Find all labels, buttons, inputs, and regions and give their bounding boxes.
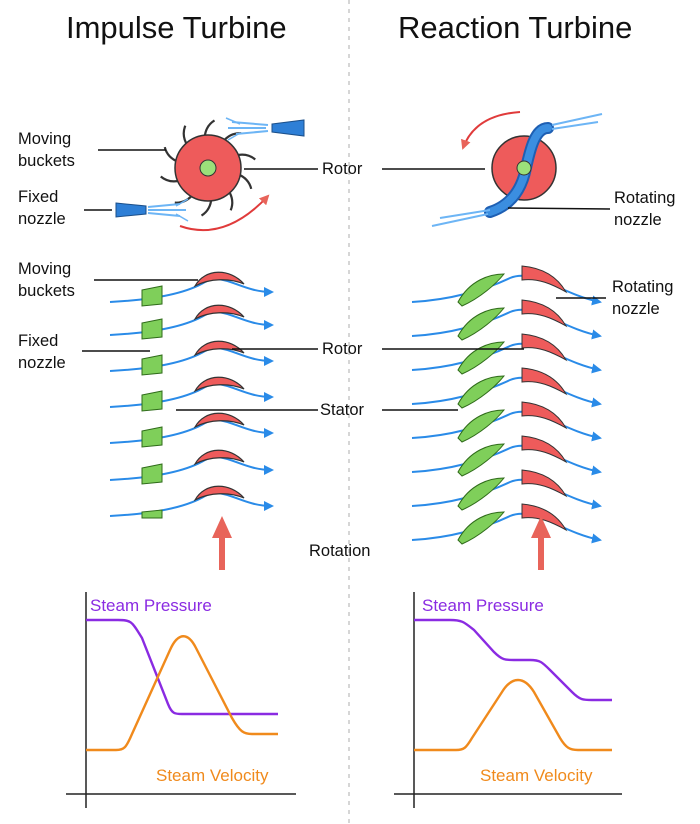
impulse-flow-line [109,456,274,481]
reaction-velocity-label: Steam Velocity [480,766,593,785]
impulse-flow-line [109,383,274,408]
reaction-pressure-label: Steam Pressure [422,596,544,615]
reaction-stator-blade [457,511,506,545]
rotation-arrow-right [531,516,551,570]
label-line: nozzle [18,210,66,228]
impulse-stator-blade [141,354,163,376]
impulse-moving-bucket [193,485,245,502]
impulse-moving-bucket [193,376,245,393]
impulse-stator-blade [141,390,163,412]
impulse-stator-blade [141,285,163,307]
impulse-rotor-assembly [115,117,305,232]
moving-buckets-label-mid: Moving buckets [18,258,75,302]
reaction-rotor-blade [521,299,568,328]
reaction-rotor-blade [521,469,568,498]
label-line: nozzle [18,354,66,372]
rotor-label-mid: Rotor [322,340,363,358]
reaction-stator-blade [457,341,506,375]
reaction-rotation-arrow [461,111,521,150]
reaction-stator-blade [457,375,506,409]
impulse-pressure-label: Steam Pressure [90,596,212,615]
impulse-graph [66,592,296,808]
impulse-velocity-label: Steam Velocity [156,766,269,785]
reaction-stator-blade [457,273,506,307]
label-line: buckets [18,282,75,300]
reaction-flow-line [411,410,602,442]
label-line: nozzle [612,300,660,318]
fixed-nozzle-label-top: Fixed nozzle [18,186,66,230]
reaction-rotor-blade [521,333,568,362]
reaction-flow-line [411,308,602,340]
reaction-flow-line [411,274,602,306]
reaction-pressure-curve [414,618,612,702]
impulse-nozzle-upper [225,117,305,141]
impulse-moving-bucket [193,449,245,466]
rotating-nozzle-label-mid: Rotating nozzle [612,276,673,320]
stator-label: Stator [320,401,365,419]
reaction-rotor-blade [521,367,568,396]
reaction-rotor-blade [521,503,568,532]
label-line: Moving [18,130,72,148]
reaction-rotor-blade [521,401,568,430]
rotation-arrow-left [212,516,232,570]
reaction-stator-blade [457,443,506,477]
reaction-turbine-title: Reaction Turbine [398,10,633,45]
rotation-label: Rotation [309,542,371,560]
reaction-flow-line [411,512,602,544]
impulse-flow-line [109,278,274,303]
impulse-flow-line [109,419,274,444]
impulse-flow-line [109,311,274,336]
reaction-rotor-blade [521,435,568,464]
impulse-rotation-arrow [179,194,270,232]
reaction-velocity-curve [414,678,612,752]
label-line: Rotating [614,189,676,207]
impulse-blade-rows [109,271,274,519]
impulse-moving-bucket [193,412,245,429]
reaction-stator-blade [457,307,506,341]
impulse-flow-line [109,492,274,517]
label-line: Moving [18,260,72,278]
reaction-rotor-blade [521,265,568,294]
impulse-nozzle-lower [115,198,189,222]
leader-lines [82,149,611,411]
impulse-turbine-title: Impulse Turbine [66,10,287,45]
reaction-graph [394,592,622,808]
reaction-flow-line [411,376,602,408]
reaction-flow-line [411,444,602,476]
fixed-nozzle-label-mid: Fixed nozzle [18,330,66,374]
impulse-moving-bucket [193,304,245,321]
impulse-moving-bucket [193,340,245,357]
moving-buckets-label-top: Moving buckets [18,128,75,172]
impulse-stator-blade [141,509,163,519]
reaction-flow-line [411,478,602,510]
reaction-rotor-assembly [431,111,603,227]
impulse-rotor-hub [199,159,217,177]
reaction-rotor-hub [516,160,532,176]
impulse-moving-bucket [193,271,245,288]
impulse-stator-blade [141,426,163,448]
impulse-pressure-curve [86,618,278,716]
label-line: Rotating [612,278,674,296]
reaction-flow-line [411,342,602,374]
reaction-stator-blade [457,477,506,511]
reaction-stator-blade [457,409,506,443]
label-line: Fixed [18,332,59,350]
reaction-blade-rows [411,265,602,545]
impulse-stator-blade [141,463,163,485]
rotor-label-top: Rotor [322,160,363,178]
rotating-nozzle-label-top: Rotating nozzle [614,187,675,231]
label-line: nozzle [614,211,662,229]
label-line: Fixed [18,188,59,206]
impulse-velocity-curve [86,635,278,752]
impulse-stator-blade [141,318,163,340]
label-line: buckets [18,152,75,170]
